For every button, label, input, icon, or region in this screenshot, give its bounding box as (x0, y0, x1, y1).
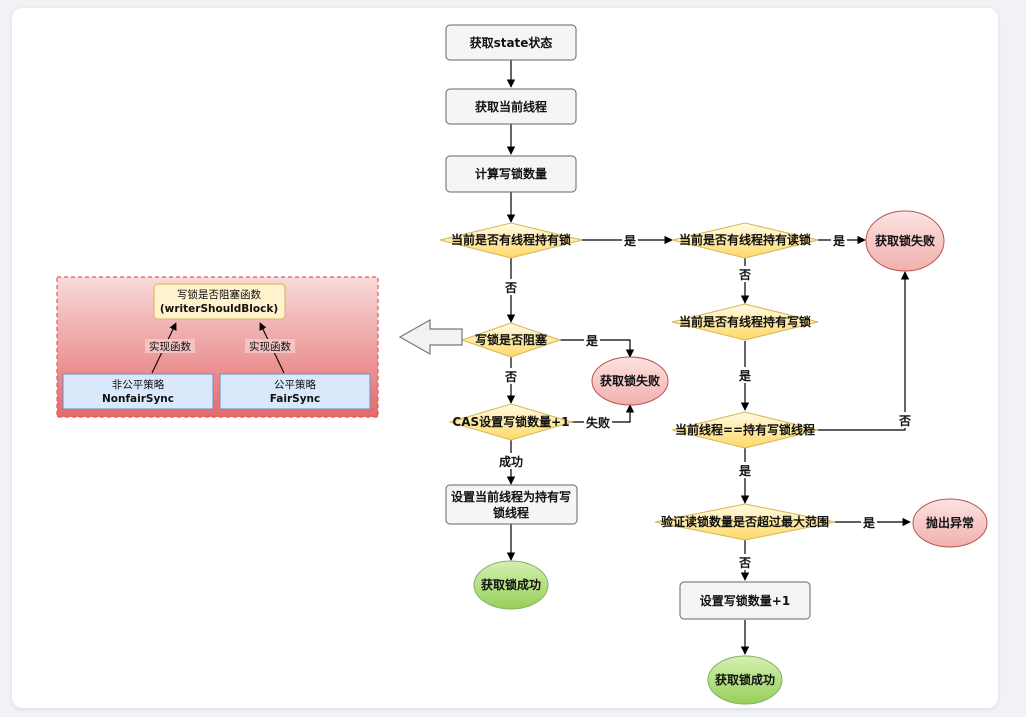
svg-text:当前是否有线程持有写锁: 当前是否有线程持有写锁 (679, 314, 811, 329)
svg-text:写锁是否阻塞函数: 写锁是否阻塞函数 (177, 288, 261, 301)
edge-label-owner-yes: 是 (738, 464, 752, 478)
edge-label-block-yes: 是 (585, 334, 599, 348)
process-get-state: 获取state状态 (445, 24, 577, 61)
svg-text:FairSync: FairSync (270, 393, 321, 405)
svg-text:当前是否有线程持有锁: 当前是否有线程持有锁 (451, 232, 571, 247)
svg-text:计算写锁数量: 计算写锁数量 (475, 166, 547, 181)
impl-label-right: 实现函数 (249, 340, 291, 353)
terminal-success-left: 获取锁成功 (473, 560, 549, 610)
svg-text:设置写锁数量+1: 设置写锁数量+1 (700, 593, 790, 608)
process-set-owner: 设置当前线程为持有写 锁线程 (445, 484, 578, 525)
svg-text:验证读锁数量是否超过最大范围: 验证读锁数量是否超过最大范围 (661, 514, 829, 529)
svg-text:CAS设置写锁数量+1: CAS设置写锁数量+1 (452, 414, 569, 429)
svg-text:设置当前线程为持有写: 设置当前线程为持有写 (451, 489, 571, 504)
side-panel-title-box: 写锁是否阻塞函数 (writerShouldBlock) (153, 283, 286, 320)
decision-write-lock: 当前是否有线程持有写锁 (671, 303, 819, 341)
edge-label-exceed-no: 否 (738, 556, 751, 570)
side-panel: 写锁是否阻塞函数 (writerShouldBlock) 实现函数 实现函数 非… (56, 276, 379, 418)
hollow-arrow-icon (398, 318, 463, 356)
edge-label-read-no: 否 (738, 268, 751, 282)
edge-label-q1-yes: 是 (623, 234, 637, 248)
strategy-nonfair: 非公平策略 NonfairSync (62, 373, 214, 410)
terminal-fail-mid: 获取锁失败 (591, 356, 669, 406)
decision-any-holder: 当前是否有线程持有锁 (439, 222, 583, 259)
svg-text:公平策略: 公平策略 (274, 378, 316, 391)
terminal-throw-error: 抛出异常 (912, 498, 988, 548)
process-set-write-count: 设置写锁数量+1 (679, 581, 811, 620)
edge-label-cas-fail: 失败 (586, 415, 610, 430)
svg-text:NonfairSync: NonfairSync (102, 393, 174, 405)
svg-text:抛出异常: 抛出异常 (926, 515, 974, 530)
edge-label-owner-no: 否 (898, 414, 911, 428)
decision-cas-set: CAS设置写锁数量+1 (448, 403, 574, 441)
edge-labels: 是 是 否 否 是 是 否 失败 成功 否 是 是 否 (497, 232, 913, 570)
strategy-fair: 公平策略 FairSync (219, 373, 371, 410)
svg-text:写锁是否阻塞: 写锁是否阻塞 (475, 332, 548, 347)
svg-text:获取锁失败: 获取锁失败 (599, 373, 660, 388)
svg-text:当前线程==持有写锁线程: 当前线程==持有写锁线程 (675, 422, 815, 437)
terminal-fail-top: 获取锁失败 (865, 210, 945, 272)
svg-text:获取锁失败: 获取锁失败 (874, 233, 935, 248)
terminal-success-right: 获取锁成功 (707, 655, 783, 705)
decision-read-lock: 当前是否有线程持有读锁 (671, 222, 819, 259)
decision-is-owner: 当前线程==持有写锁线程 (671, 411, 819, 449)
edge-label-q1-no: 否 (504, 281, 517, 295)
svg-text:获取锁成功: 获取锁成功 (714, 672, 775, 687)
svg-text:锁线程: 锁线程 (493, 505, 529, 520)
impl-label-bg-left (145, 339, 195, 353)
svg-text:获取当前线程: 获取当前线程 (474, 99, 547, 114)
edge-label-exceed-yes: 是 (862, 516, 876, 530)
impl-label-left: 实现函数 (149, 340, 191, 353)
svg-text:非公平策略: 非公平策略 (112, 378, 165, 391)
edge-block-yes (560, 339, 635, 358)
decision-should-block: 写锁是否阻塞 (460, 322, 562, 358)
edge-label-write-yes: 是 (738, 369, 752, 383)
edge-label-read-yes: 是 (832, 234, 846, 248)
edge-label-block-no: 否 (504, 370, 517, 384)
edge-label-cas-success: 成功 (499, 454, 523, 469)
svg-text:当前是否有线程持有读锁: 当前是否有线程持有读锁 (679, 232, 811, 247)
svg-text:获取state状态: 获取state状态 (469, 35, 553, 50)
process-get-thread: 获取当前线程 (445, 88, 577, 125)
impl-label-bg-right (245, 339, 295, 353)
svg-text:获取锁成功: 获取锁成功 (480, 577, 541, 592)
edges (506, 60, 911, 655)
edge-owner-no (818, 271, 910, 431)
decision-exceed-max: 验证读锁数量是否超过最大范围 (654, 503, 836, 541)
process-calc-write-count: 计算写锁数量 (445, 155, 577, 193)
svg-text:(writerShouldBlock): (writerShouldBlock) (160, 303, 278, 315)
